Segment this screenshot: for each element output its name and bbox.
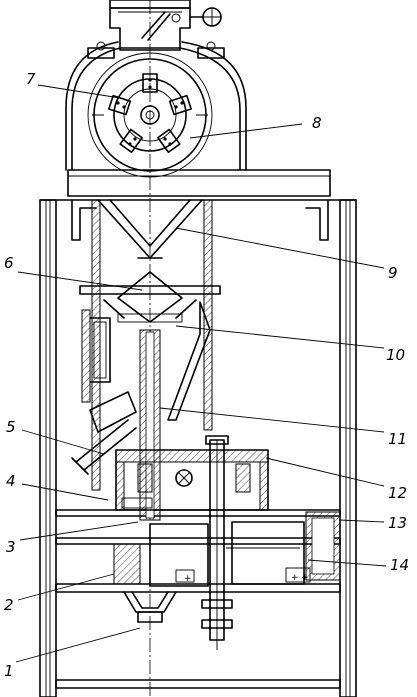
part-labels: 7 8 9 6 10 5 11 4 12 13 3 14 2 1 — [4, 70, 409, 680]
frame — [39, 199, 357, 697]
distributor — [79, 271, 221, 323]
label-14: 14 — [390, 556, 409, 574]
label-5: 5 — [6, 418, 16, 436]
motor-drive — [113, 511, 341, 587]
label-6: 6 — [4, 254, 14, 272]
label-2: 2 — [4, 596, 14, 614]
side-chute — [71, 301, 211, 475]
leader-lines — [15, 84, 387, 663]
label-1: 1 — [4, 662, 14, 680]
plus-sign: + — [291, 573, 299, 583]
label-4: 4 — [6, 472, 16, 490]
outlet-nozzle — [123, 591, 177, 623]
label-13: 13 — [388, 514, 407, 532]
plus-sign: + — [184, 574, 192, 584]
label-8: 8 — [312, 114, 322, 132]
label-9: 9 — [388, 264, 398, 282]
crusher-head — [65, 0, 331, 197]
label-11: 11 — [388, 430, 407, 448]
plus-sign: + — [301, 573, 309, 583]
label-7: 7 — [26, 70, 36, 88]
gearbox — [115, 435, 269, 650]
label-12: 12 — [388, 484, 407, 502]
label-10: 10 — [386, 346, 405, 364]
label-3: 3 — [6, 538, 16, 556]
discharge-cone — [91, 199, 213, 491]
